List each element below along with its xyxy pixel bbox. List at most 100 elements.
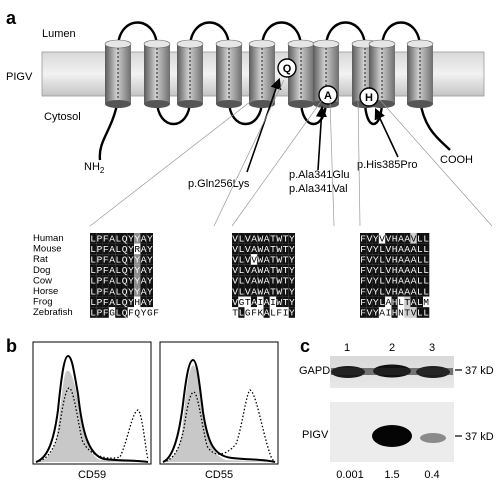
svg-text:Y: Y [128, 255, 134, 266]
svg-text:T: T [283, 297, 289, 308]
tm-helix [215, 39, 243, 108]
svg-text:H: H [392, 297, 398, 308]
alignment-row: FVYVVHAAVLLFVYVVHAAVLL [360, 233, 430, 244]
svg-text:F: F [360, 308, 366, 319]
svg-text:Q: Q [122, 255, 128, 266]
svg-text:Y: Y [141, 308, 147, 319]
svg-text:W: W [276, 265, 282, 276]
svg-text:L: L [379, 286, 385, 297]
tm-helix [104, 39, 132, 108]
svg-text:V: V [367, 233, 373, 244]
svg-text:Y: Y [289, 286, 295, 297]
species-label: Cow [33, 275, 52, 286]
svg-text:W: W [276, 276, 282, 287]
svg-text:L: L [417, 286, 423, 297]
svg-text:Y: Y [134, 233, 140, 244]
species-label: Dog [33, 265, 50, 276]
svg-text:Q: Q [122, 233, 128, 244]
svg-text:V: V [232, 286, 238, 297]
svg-text:F: F [103, 286, 109, 297]
svg-text:P: P [97, 297, 103, 308]
svg-text:V: V [367, 265, 373, 276]
svg-text:V: V [232, 255, 238, 266]
ratio-lane-3: 0.4 [424, 469, 439, 481]
svg-text:L: L [423, 244, 429, 255]
svg-text:T: T [404, 308, 410, 319]
svg-text:F: F [103, 308, 109, 319]
cd55-normal-curve [162, 389, 276, 463]
svg-text:A: A [264, 297, 270, 308]
svg-text:A: A [264, 255, 270, 266]
svg-text:L: L [417, 297, 423, 308]
nh2-label: NH2 [84, 161, 105, 175]
svg-text:A: A [251, 286, 257, 297]
svg-text:L: L [239, 244, 245, 255]
svg-text:A: A [385, 297, 391, 308]
svg-text:Y: Y [134, 265, 140, 276]
svg-text:L: L [423, 308, 429, 319]
svg-text:L: L [90, 286, 96, 297]
svg-text:L: L [239, 276, 245, 287]
svg-text:I: I [270, 297, 276, 308]
alignment-row: LPFGLQFQYGFLPFGLQFQYGF [90, 307, 160, 319]
svg-text:A: A [398, 244, 404, 255]
svg-text:A: A [109, 297, 115, 308]
svg-text:V: V [245, 255, 251, 266]
svg-text:W: W [276, 255, 282, 266]
residue-h: H [359, 87, 379, 107]
cd59-patient-curve [35, 354, 149, 463]
svg-text:Y: Y [147, 265, 153, 276]
svg-text:L: L [115, 308, 121, 319]
svg-text:A: A [141, 233, 147, 244]
svg-text:P: P [97, 255, 103, 266]
svg-text:V: V [232, 297, 238, 308]
mutation-gln256lys: p.Gln256Lys [188, 178, 250, 190]
svg-text:T: T [283, 233, 289, 244]
marker-37kd-pigv: 37 kD [465, 431, 494, 443]
alignment-block-1: LPFALQYYAYLPFALQYYAYLPFALQYRAYLPFALQYRAY… [90, 233, 160, 319]
svg-text:Y: Y [289, 276, 295, 287]
svg-text:L: L [115, 255, 121, 266]
svg-text:L: L [423, 255, 429, 266]
svg-text:Y: Y [147, 276, 153, 287]
svg-text:V: V [411, 233, 417, 244]
cd59-normal-curve [35, 387, 149, 463]
species-label: Human [33, 233, 64, 244]
svg-text:A: A [264, 308, 270, 319]
svg-text:V: V [245, 265, 251, 276]
tm-helix [176, 39, 204, 108]
svg-text:F: F [103, 244, 109, 255]
svg-text:T: T [270, 244, 276, 255]
svg-text:I: I [385, 308, 391, 319]
svg-text:Q: Q [122, 308, 128, 319]
svg-text:L: L [379, 255, 385, 266]
svg-text:A: A [264, 265, 270, 276]
svg-text:L: L [115, 276, 121, 287]
residue-h-label: H [365, 92, 373, 104]
svg-text:F: F [103, 297, 109, 308]
svg-text:A: A [411, 276, 417, 287]
svg-text:Y: Y [147, 297, 153, 308]
arrow-gln256lys [246, 77, 282, 173]
svg-text:Y: Y [289, 233, 295, 244]
svg-text:W: W [257, 255, 263, 266]
svg-text:G: G [147, 308, 153, 319]
svg-text:V: V [367, 244, 373, 255]
marker-37kd-gapdh: 37 kD [465, 365, 494, 377]
svg-text:T: T [270, 276, 276, 287]
svg-text:H: H [392, 255, 398, 266]
svg-text:A: A [398, 286, 404, 297]
svg-text:T: T [270, 265, 276, 276]
svg-text:V: V [245, 244, 251, 255]
svg-text:Y: Y [147, 286, 153, 297]
svg-text:W: W [276, 286, 282, 297]
svg-text:F: F [360, 233, 366, 244]
cd59-control-fill [36, 370, 148, 462]
svg-text:R: R [134, 244, 140, 255]
species-label: Frog [33, 297, 53, 308]
svg-text:H: H [392, 308, 398, 319]
svg-text:A: A [379, 308, 385, 319]
svg-text:A: A [404, 286, 410, 297]
